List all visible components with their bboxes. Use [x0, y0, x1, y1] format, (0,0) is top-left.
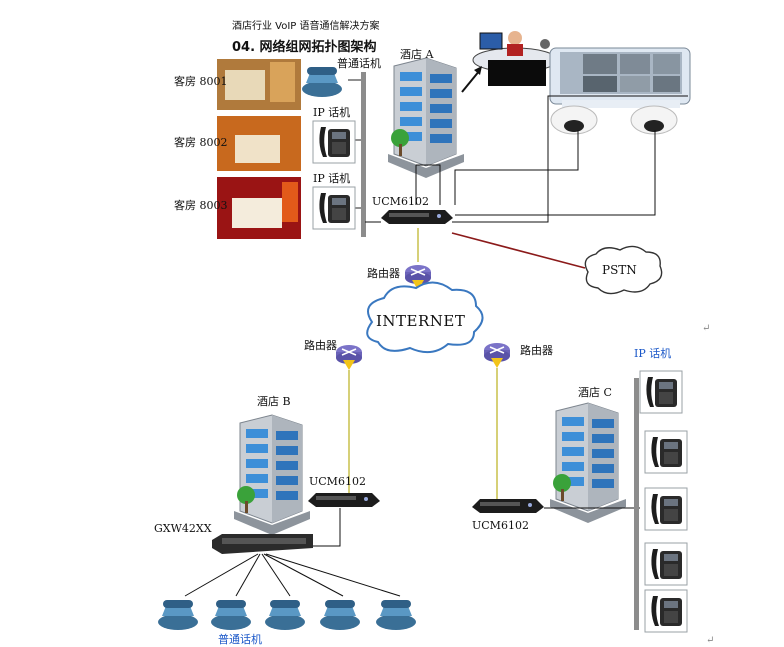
hotel-c-pbx-label: UCM6102 — [472, 519, 529, 532]
analog-phone-label: 普通话机 — [337, 57, 381, 70]
diagram-subtitle: 酒店行业 VoIP 语音通信解决方案 — [232, 21, 380, 32]
hotel-c-router — [483, 342, 511, 369]
return-mark: ↵ — [702, 323, 711, 334]
analog-phone-8001 — [302, 67, 342, 97]
hotel-b-analog-phone-4 — [320, 600, 360, 630]
hotel-c-ip-phone-3 — [644, 487, 688, 531]
room-label-8002: 客房 8002 — [174, 136, 228, 149]
pstn-trunk-line — [451, 232, 586, 269]
hotel-b-analog-phone-5 — [376, 600, 416, 630]
hotel-c-building — [549, 402, 627, 524]
hotel-c-phones-label: IP 话机 — [634, 347, 672, 360]
ip-phone-8003 — [312, 186, 356, 230]
hotel-c-lan-bus — [634, 378, 639, 630]
hotel-c-ip-phone-5 — [644, 589, 688, 633]
room-label-8003: 客房 8003 — [174, 199, 228, 212]
dome-camera-2 — [630, 105, 678, 135]
hotel-a-ucm6102 — [381, 210, 453, 224]
gateway-label: GXW42XX — [154, 522, 212, 535]
ip-phone-label-a1: IP 话机 — [313, 106, 351, 119]
hotel-c-ucm6102 — [472, 499, 544, 513]
hotel-c-ip-phone-1 — [639, 370, 683, 414]
surveillance-monitor — [549, 47, 691, 108]
hotel-c-ip-phone-2 — [644, 430, 688, 474]
hotel-b-router — [335, 344, 363, 371]
dome-camera-1 — [550, 105, 598, 135]
pstn-cloud — [584, 245, 663, 295]
internet-label: INTERNET — [376, 312, 466, 330]
hotel-b-router-label: 路由器 — [304, 339, 337, 352]
hotel-b-analog-phone-2 — [211, 600, 251, 630]
hotel-b-analog-phone-1 — [158, 600, 198, 630]
hotel-a-name: 酒店 A — [400, 48, 434, 61]
hotel-a-lan-bus — [361, 72, 366, 237]
hotel-b-name: 酒店 B — [257, 395, 291, 408]
ip-phone-8002 — [312, 120, 356, 164]
hotel-b-phone-wires — [184, 553, 401, 597]
hotel-b-building — [233, 414, 311, 536]
hotel-c-name: 酒店 C — [578, 386, 612, 399]
hotel-b-analog-phone-3 — [265, 600, 305, 630]
pstn-label: PSTN — [602, 263, 637, 277]
gxw42xx-gateway — [212, 534, 313, 554]
hotel-a-router-label: 路由器 — [367, 267, 400, 280]
hotel-c-ip-phone-4 — [644, 542, 688, 586]
reception-desk — [472, 31, 558, 86]
hotel-b-ucm6102 — [308, 493, 380, 507]
hotel-b-pbx-label: UCM6102 — [309, 475, 366, 488]
corner-mark: ↵ — [706, 635, 715, 646]
diagram-title: 04. 网络组网拓扑图架构 — [232, 40, 377, 55]
ip-phone-label-a2: IP 话机 — [313, 172, 351, 185]
internet-cloud — [366, 281, 484, 354]
hotel-c-router-label: 路由器 — [520, 344, 553, 357]
hotel-a-pbx-label: UCM6102 — [372, 195, 429, 208]
hotel-a-building — [387, 57, 465, 179]
room-label-8001: 客房 8001 — [174, 75, 228, 88]
hotel-b-phones-label: 普通话机 — [218, 633, 262, 646]
